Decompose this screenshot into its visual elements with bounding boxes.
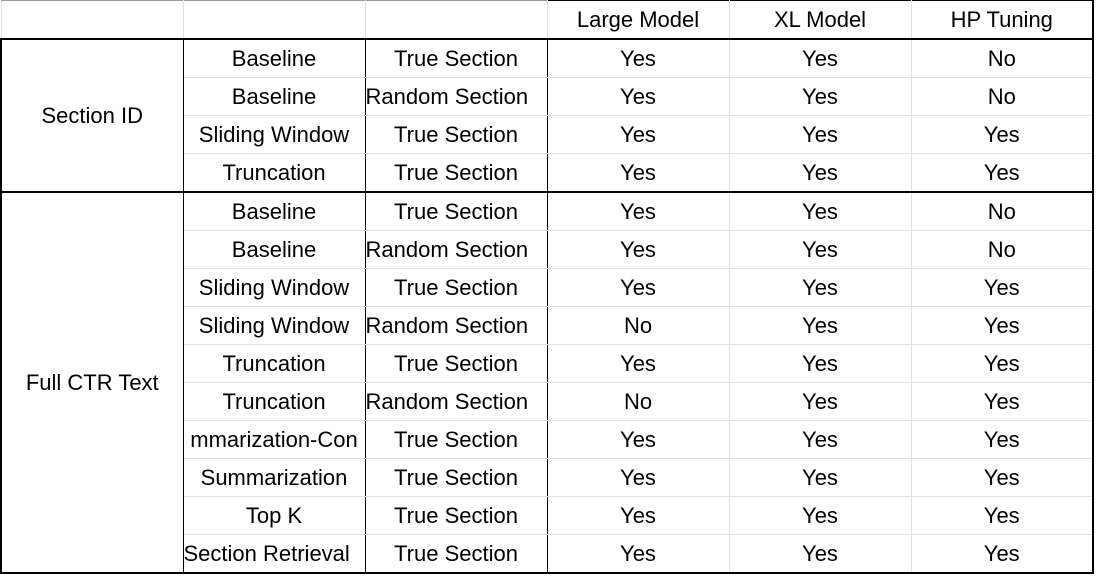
- header-cell-method: [182, 0, 366, 40]
- method-cell: Truncation: [182, 344, 366, 383]
- hp-tuning-cell: No: [910, 38, 1094, 78]
- section-cell: True Section: [364, 38, 548, 78]
- large-model-cell: Yes: [546, 38, 730, 78]
- group-label: Full CTR Text: [0, 191, 184, 574]
- large-model-cell: Yes: [546, 77, 730, 116]
- method-cell: Baseline: [182, 230, 366, 269]
- method-cell: Section Retrieval: [182, 534, 366, 574]
- large-model-cell: Yes: [546, 496, 730, 535]
- large-model-cell: Yes: [546, 420, 730, 459]
- xl-model-cell: Yes: [728, 496, 912, 535]
- large-model-cell: Yes: [546, 458, 730, 497]
- method-cell: Truncation: [182, 153, 366, 193]
- xl-model-cell: Yes: [728, 38, 912, 78]
- large-model-cell: Yes: [546, 344, 730, 383]
- hp-tuning-cell: Yes: [910, 496, 1094, 535]
- header-row: Large Model XL Model HP Tuning: [0, 0, 1094, 40]
- xl-model-cell: Yes: [728, 420, 912, 459]
- xl-model-cell: Yes: [728, 382, 912, 421]
- xl-model-cell: Yes: [728, 344, 912, 383]
- xl-model-cell: Yes: [728, 534, 912, 574]
- xl-model-cell: Yes: [728, 458, 912, 497]
- hp-tuning-cell: Yes: [910, 458, 1094, 497]
- method-cell: Sliding Window: [182, 268, 366, 307]
- section-cell: True Section: [364, 191, 548, 231]
- section-cell: True Section: [364, 153, 548, 193]
- section-cell: Random Section: [364, 77, 548, 116]
- method-cell: Baseline: [182, 191, 366, 231]
- method-cell: Top K: [182, 496, 366, 535]
- method-cell: Sliding Window: [182, 115, 366, 154]
- section-cell: Random Section: [364, 382, 548, 421]
- xl-model-cell: Yes: [728, 191, 912, 231]
- section-cell: True Section: [364, 115, 548, 154]
- hp-tuning-cell: Yes: [910, 344, 1094, 383]
- section-cell: True Section: [364, 534, 548, 574]
- section-cell: True Section: [364, 420, 548, 459]
- xl-model-cell: Yes: [728, 77, 912, 116]
- method-cell: mmarization-Con: [182, 420, 366, 459]
- section-cell: True Section: [364, 458, 548, 497]
- header-large-model: Large Model: [546, 0, 730, 40]
- method-cell: Sliding Window: [182, 306, 366, 345]
- section-cell: Random Section: [364, 306, 548, 345]
- hp-tuning-cell: No: [910, 191, 1094, 231]
- section-cell: True Section: [364, 496, 548, 535]
- section-cell: True Section: [364, 344, 548, 383]
- section-cell: True Section: [364, 268, 548, 307]
- large-model-cell: Yes: [546, 153, 730, 193]
- hp-tuning-cell: Yes: [910, 534, 1094, 574]
- group-label: Section ID: [0, 38, 184, 193]
- hp-tuning-cell: Yes: [910, 268, 1094, 307]
- method-cell: Baseline: [182, 38, 366, 78]
- hp-tuning-cell: Yes: [910, 420, 1094, 459]
- large-model-cell: Yes: [546, 191, 730, 231]
- large-model-cell: No: [546, 382, 730, 421]
- xl-model-cell: Yes: [728, 268, 912, 307]
- header-cell-group: [0, 0, 184, 40]
- header-hp-tuning: HP Tuning: [910, 0, 1094, 40]
- section-cell: Random Section: [364, 230, 548, 269]
- hp-tuning-cell: Yes: [910, 306, 1094, 345]
- xl-model-cell: Yes: [728, 115, 912, 154]
- hp-tuning-cell: No: [910, 230, 1094, 269]
- method-cell: Baseline: [182, 77, 366, 116]
- method-cell: Summarization: [182, 458, 366, 497]
- header-xl-model: XL Model: [728, 0, 912, 40]
- header-cell-section: [364, 0, 548, 40]
- xl-model-cell: Yes: [728, 306, 912, 345]
- hp-tuning-cell: Yes: [910, 153, 1094, 193]
- large-model-cell: Yes: [546, 534, 730, 574]
- xl-model-cell: Yes: [728, 153, 912, 193]
- method-cell: Truncation: [182, 382, 366, 421]
- hp-tuning-cell: Yes: [910, 115, 1094, 154]
- large-model-cell: Yes: [546, 268, 730, 307]
- hp-tuning-cell: Yes: [910, 382, 1094, 421]
- hp-tuning-cell: No: [910, 77, 1094, 116]
- xl-model-cell: Yes: [728, 230, 912, 269]
- large-model-cell: Yes: [546, 115, 730, 154]
- large-model-cell: No: [546, 306, 730, 345]
- large-model-cell: Yes: [546, 230, 730, 269]
